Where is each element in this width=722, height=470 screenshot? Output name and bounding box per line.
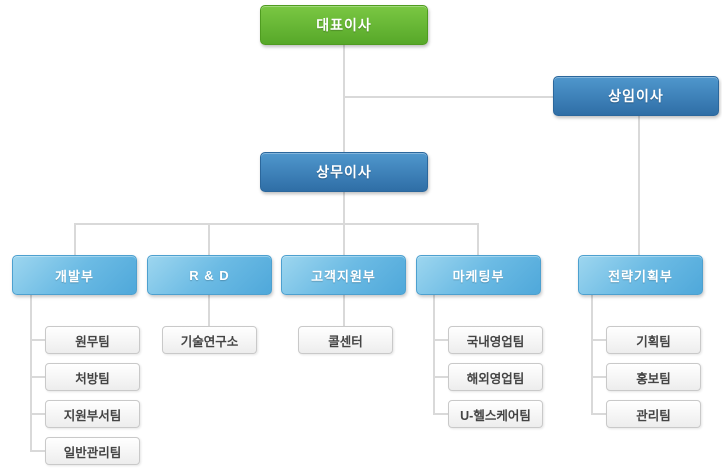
connector-stub-marketing [477, 223, 479, 255]
node-team-domestic-sales: 국내영업팀 [448, 326, 543, 354]
node-ceo: 대표이사 [260, 5, 428, 45]
connector-elbow [591, 376, 607, 378]
connector-elbow [591, 413, 607, 415]
node-team-tech-research: 기술연구소 [162, 326, 257, 354]
connector-elbow [433, 339, 449, 341]
connector-elbow [30, 413, 46, 415]
connector-ceo-to-managing-director [343, 45, 345, 152]
node-team-prescription: 처방팀 [45, 363, 140, 391]
node-executive-director: 상임이사 [553, 76, 719, 116]
node-team-u-healthcare: U-헬스케어팀 [448, 400, 543, 428]
connector-marketing-teams [433, 295, 435, 415]
node-team-support-dept: 지원부서팀 [45, 400, 140, 428]
node-team-patient-affairs: 원무팀 [45, 326, 140, 354]
connector-stub-customer-support [343, 223, 345, 255]
connector-elbow [433, 376, 449, 378]
node-team-overseas-sales: 해외영업팀 [448, 363, 543, 391]
node-team-management: 관리팀 [606, 400, 701, 428]
connector-elbow [30, 339, 46, 341]
node-dept-customer-support: 고객지원부 [281, 255, 406, 295]
connector-elbow [433, 413, 449, 415]
node-managing-director: 상무이사 [260, 152, 428, 192]
node-dept-strategic-planning: 전략기획부 [578, 255, 703, 295]
connector-strategic-teams [591, 295, 593, 415]
connector-managing-to-branch [343, 192, 345, 225]
node-team-planning: 기획팀 [606, 326, 701, 354]
node-dept-marketing: 마케팅부 [416, 255, 541, 295]
node-dept-rnd: R & D [147, 255, 272, 295]
connector-stub-rnd [208, 223, 210, 255]
node-team-pr: 홍보팀 [606, 363, 701, 391]
connector-customer-support-team [343, 295, 345, 326]
connector-department-branch [74, 223, 479, 225]
connector-elbow [30, 376, 46, 378]
connector-elbow [30, 450, 46, 452]
node-dept-development: 개발부 [12, 255, 137, 295]
connector-executive-to-strategic [638, 116, 640, 255]
connector-to-executive-director [344, 96, 553, 98]
connector-elbow [591, 339, 607, 341]
connector-stub-development [74, 223, 76, 255]
connector-development-teams [30, 295, 32, 451]
node-team-general-management: 일반관리팀 [45, 437, 140, 465]
node-team-call-center: 콜센터 [298, 326, 393, 354]
connector-rnd-team [208, 295, 210, 326]
